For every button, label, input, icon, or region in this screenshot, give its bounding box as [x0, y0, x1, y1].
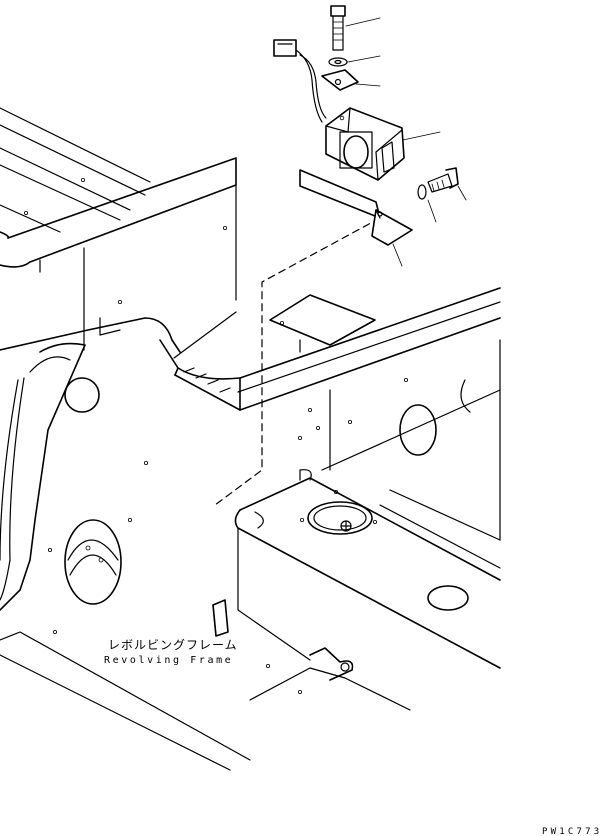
- part-label-en: Revolving Frame: [104, 655, 233, 666]
- leader-lines: [345, 17, 467, 267]
- bolt-washer-pair: [417, 167, 459, 200]
- part-label-jp: レボルビングフレーム: [108, 638, 238, 652]
- small-bracket: [212, 599, 229, 637]
- bottom-platform: [0, 469, 501, 771]
- bracket-plate: [299, 169, 413, 246]
- washer: [328, 57, 348, 67]
- upper-left-rails: [0, 107, 237, 351]
- right-frame-box: [269, 294, 501, 541]
- bolt: [330, 5, 346, 51]
- connector-harness: [273, 39, 327, 123]
- sensor-unit: [325, 107, 405, 181]
- left-side-plate: [0, 317, 181, 611]
- mount-plate: [321, 69, 359, 91]
- drawing-code: PW1C773: [542, 827, 602, 836]
- assembly-line: [214, 217, 381, 506]
- main-beam: [159, 287, 501, 411]
